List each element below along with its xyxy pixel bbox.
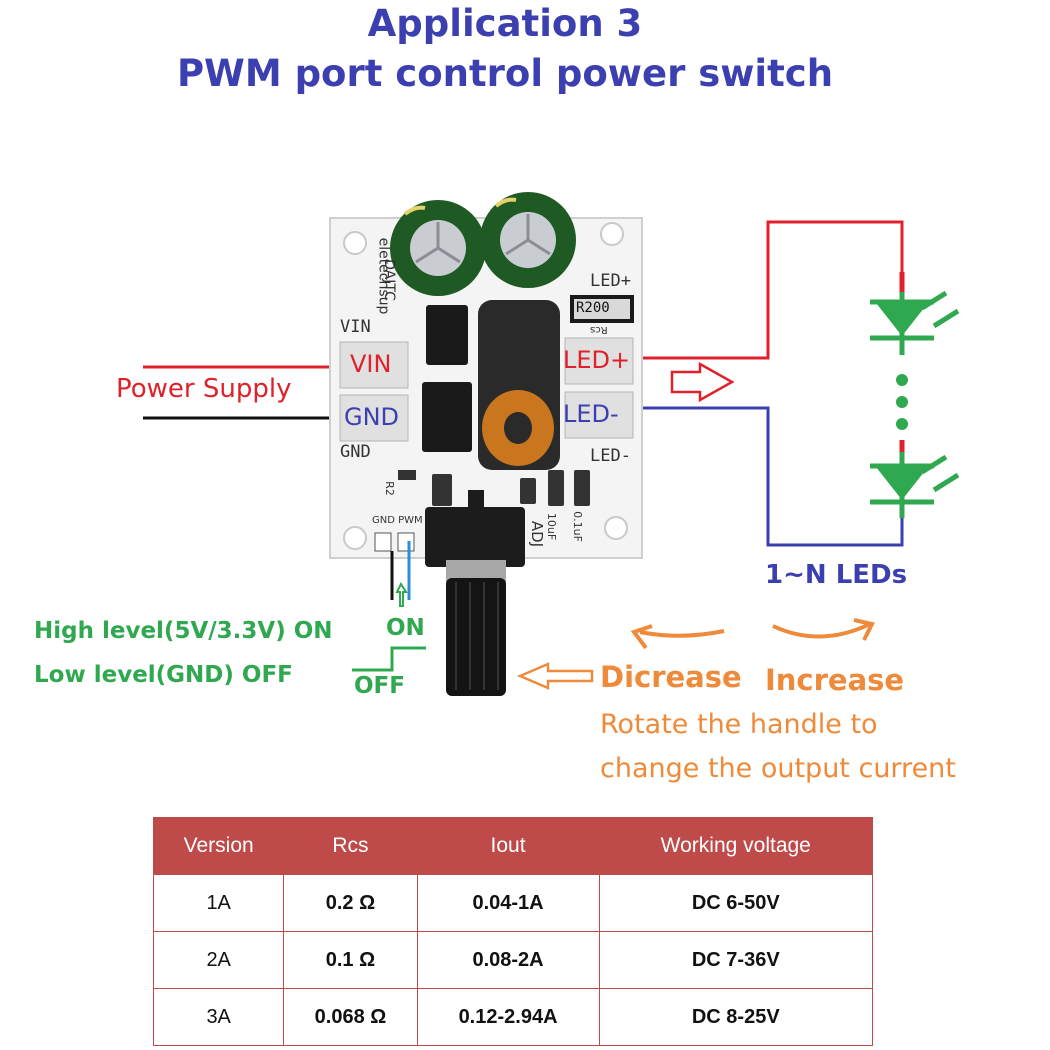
mount-hole: [343, 526, 367, 550]
decrease-label: Dicrease: [600, 660, 742, 694]
decrease-rotate-icon: [630, 624, 725, 650]
off-label: OFF: [354, 673, 405, 699]
resistor-label: R200: [576, 300, 610, 316]
smd-component: [432, 474, 452, 506]
led-n-icon: [870, 452, 960, 518]
header-iout: Iout: [416, 817, 600, 875]
silk-led-minus: LED-: [590, 446, 631, 466]
r2-resistor: [398, 470, 416, 480]
header-rcs: Rcs: [283, 817, 418, 875]
cell-voltage: DC 7-36V: [598, 931, 874, 989]
output-arrow-icon: [670, 361, 735, 403]
pcb-board: [329, 192, 643, 559]
silk-r2: R2: [382, 481, 396, 496]
on-label: ON: [386, 615, 425, 641]
cell-voltage: DC 8-25V: [598, 988, 874, 1046]
led-dot: [896, 418, 908, 430]
leds-label: 1~N LEDs: [765, 560, 908, 590]
cap-01uf: [574, 470, 590, 506]
ic-chip: [422, 382, 472, 452]
diode-chip: [426, 305, 468, 365]
pad-gnd-pin: [374, 532, 392, 552]
pad-vin: [339, 341, 409, 389]
led-dot: [896, 374, 908, 386]
low-level-label: Low level(GND) OFF: [34, 662, 293, 688]
cell-version: 2A: [152, 931, 285, 989]
cell-iout: 0.12-2.94A: [416, 988, 600, 1046]
cell-version: 3A: [152, 988, 285, 1046]
table-row: 2A 0.1 Ω 0.08-2A DC 7-36V: [152, 931, 874, 989]
potentiometer-knob-icon: [425, 490, 525, 696]
mount-hole: [600, 222, 624, 246]
pad-led-plus-label: LED+: [563, 346, 631, 374]
header-working-voltage: Working voltage: [598, 817, 874, 875]
silk-10uf: 10uF: [545, 512, 559, 541]
pad-led-minus-label: LED-: [563, 400, 619, 428]
silk-gnd: GND: [340, 442, 371, 462]
cap-10uf: [548, 470, 564, 506]
power-supply-label: Power Supply: [116, 374, 292, 404]
cell-rcs: 0.1 Ω: [283, 931, 418, 989]
cell-rcs: 0.068 Ω: [283, 988, 418, 1046]
pad-pwm-pin: [397, 532, 415, 552]
smd-component: [520, 478, 536, 504]
cell-version: 1A: [152, 874, 285, 932]
cell-voltage: DC 6-50V: [598, 874, 874, 932]
rotate-line-2: change the output current: [600, 753, 956, 784]
cell-iout: 0.08-2A: [416, 931, 600, 989]
led-1-icon: [870, 290, 960, 355]
mount-hole: [604, 516, 628, 540]
table-row: 1A 0.2 Ω 0.04-1A DC 6-50V: [152, 874, 874, 932]
silk-led-plus: LED+: [590, 271, 631, 291]
increase-rotate-icon: [772, 618, 875, 641]
table-header-row: Version Rcs Iout Working voltage: [152, 817, 874, 875]
spec-table: Version Rcs Iout Working voltage 1A 0.2 …: [152, 817, 874, 1046]
silk-rcs: Rcs: [590, 324, 608, 335]
table-row: 3A 0.068 Ω 0.12-2.94A DC 8-25V: [152, 988, 874, 1046]
led-dot: [896, 396, 908, 408]
silk-gnd-pwm: GND PWM: [372, 515, 423, 526]
title-line-2: PWM port control power switch: [176, 52, 834, 95]
pwm-waveform: [352, 646, 426, 672]
silk-01uf: 0.1uF: [570, 511, 584, 542]
high-level-label: High level(5V/3.3V) ON: [34, 618, 333, 644]
cell-iout: 0.04-1A: [416, 874, 600, 932]
silk-adj: ADJ: [528, 520, 547, 548]
pad-gnd-label: GND: [344, 403, 400, 431]
knob-arrow-icon: [516, 662, 594, 690]
title-line-1: Application 3: [367, 2, 643, 45]
mount-hole: [343, 231, 367, 255]
capacitor-icon: [480, 192, 576, 288]
pad-led-minus: [564, 391, 634, 439]
pad-gnd: [339, 394, 409, 442]
header-version: Version: [152, 817, 285, 875]
pwm-arrow-icon: [395, 581, 408, 607]
capacitor-icon: [390, 200, 486, 296]
silk-model: DAJTC: [380, 259, 397, 301]
cell-rcs: 0.2 Ω: [283, 874, 418, 932]
led-positive-wire: [632, 220, 904, 360]
increase-label: Increase: [765, 663, 905, 697]
silk-vin: VIN: [340, 317, 371, 337]
pad-vin-label: VIN: [350, 350, 392, 378]
rotate-line-1: Rotate the handle to: [600, 709, 878, 740]
pad-led-plus: [564, 337, 634, 385]
led-negative-wire: [632, 406, 904, 547]
